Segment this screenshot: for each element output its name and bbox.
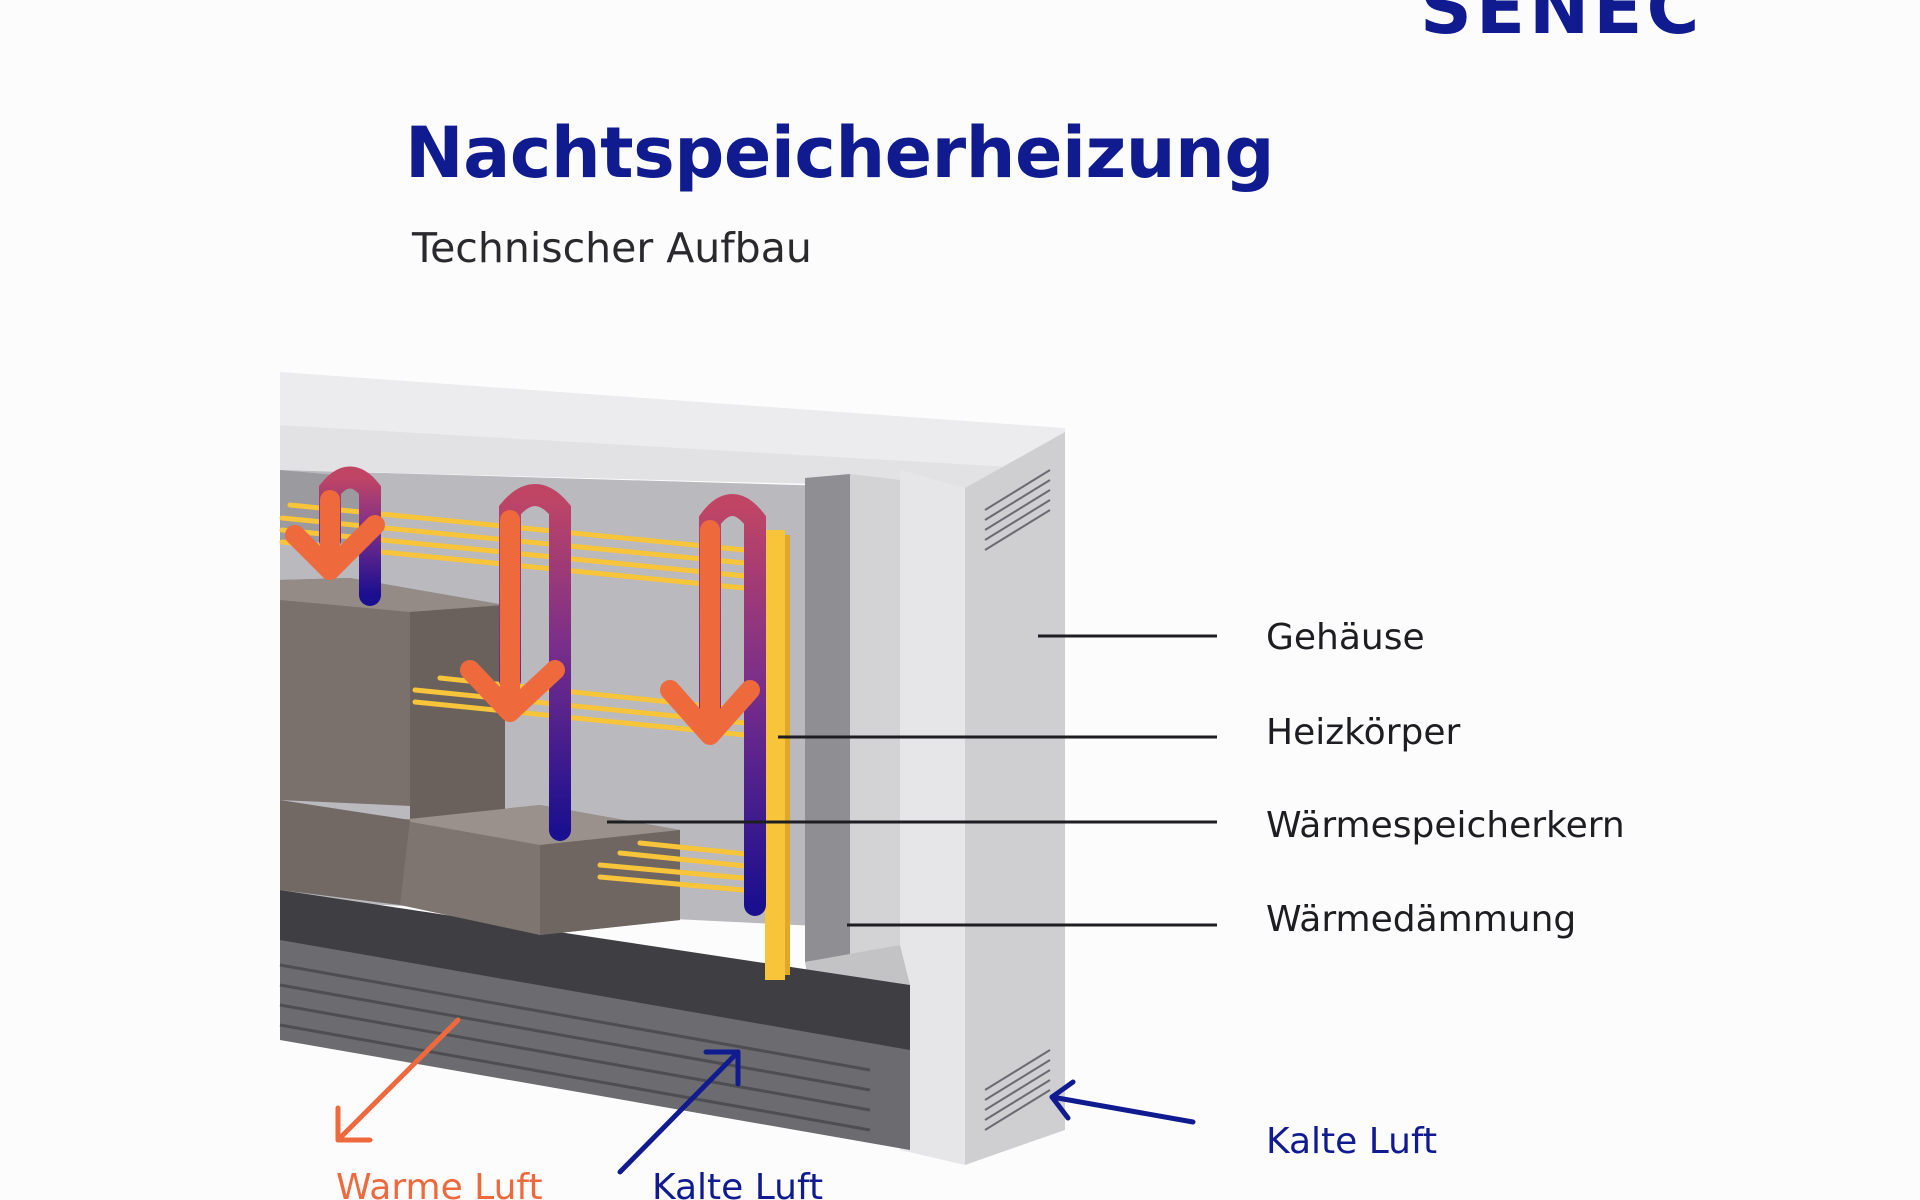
label-kalte-luft-right: Kalte Luft [1266,1124,1437,1160]
cold-air-inlet-arrow-right [1052,1082,1193,1122]
heating-element-vertical-bar [765,530,785,980]
label-heizkoerper: Heizkörper [1266,715,1460,751]
label-waermedaemmung: Wärmedämmung [1266,902,1576,938]
label-kalte-luft-bottom: Kalte Luft [652,1170,823,1200]
label-warme-luft: Warme Luft [336,1170,543,1200]
label-gehaeuse: Gehäuse [1266,620,1425,656]
label-waermespeicherkern: Wärmespeicherkern [1266,808,1625,844]
